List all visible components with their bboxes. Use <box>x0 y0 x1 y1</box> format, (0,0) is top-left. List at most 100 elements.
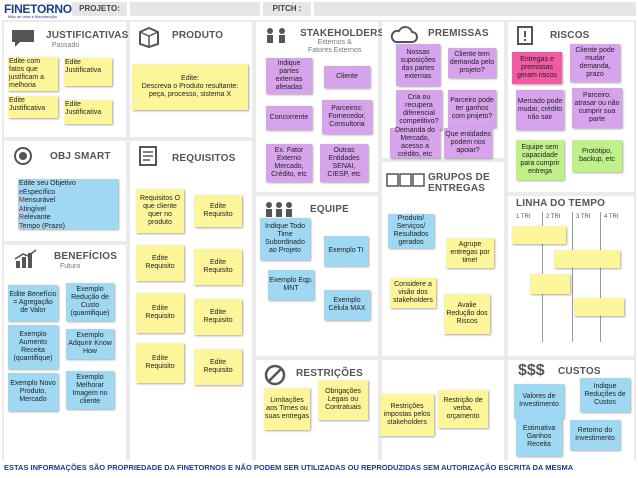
sticky-note[interactable]: Estimativa Ganhos Receita <box>516 418 562 456</box>
sticky-note[interactable]: Produto/ Serviços/ Resultados gerados <box>388 214 434 248</box>
projeto-label: PROJETO: <box>72 2 127 16</box>
sticky-note[interactable]: Cliente pode mudar demanda, prazo <box>570 44 620 82</box>
smart-letter: T <box>19 222 23 230</box>
sticky-note[interactable]: Restrições impostas pelos stakeholders <box>380 394 434 436</box>
timeline-note[interactable] <box>554 250 620 268</box>
sticky-note[interactable]: Concorrente <box>266 106 312 130</box>
sticky-note[interactable]: Parceiro: atrasar ou não cumprir sua par… <box>572 88 622 128</box>
projeto-input[interactable] <box>130 2 260 16</box>
sticky-note[interactable]: Outras Entidades SENAI, CIESP, etc <box>320 144 368 182</box>
sticky-note[interactable]: Edite Requisito <box>194 299 242 335</box>
sticky-note[interactable]: Obrigações Legais ou Contratuais <box>318 380 368 420</box>
beneficios-block: BENEFÍCIOS Futuro Edite Benefício = Agre… <box>4 245 126 460</box>
sticky-note[interactable]: Edite Requisito <box>136 293 184 333</box>
sticky-note[interactable]: Ex. Fator Externo Mercado, Crédito, etc <box>266 144 312 182</box>
sticky-note[interactable]: Exemplo Adquirir Know How <box>66 329 114 359</box>
justificativas-subtitle: Passado <box>52 42 80 49</box>
smart-objective-note[interactable]: Edite seu Objetivo eEspecífico Mensuráve… <box>18 179 118 232</box>
sticky-note[interactable]: Valores de Investimento <box>514 384 564 418</box>
sticky-note[interactable]: Edite Justificativa <box>8 96 58 118</box>
sticky-note[interactable]: Exemplo Novo Produto, Mercado <box>8 373 58 411</box>
beneficios-subtitle: Futuro <box>60 263 81 270</box>
equipe-title: EQUIPE <box>310 204 349 215</box>
sticky-note[interactable]: Limitações aos Times ou suas entregas <box>264 388 310 430</box>
smart-line: Tempo (Prazo) <box>19 223 65 232</box>
timeline-note[interactable] <box>574 298 624 316</box>
smart-objective-text: Edite seu Objetivo <box>19 180 76 187</box>
sticky-note[interactable]: Exemplo Célula MAX <box>324 290 370 320</box>
sticky-note[interactable]: Requisitos O que cliente quer no produto <box>136 189 184 233</box>
timeline-note[interactable] <box>530 274 570 294</box>
sticky-note[interactable]: Entregas e premissas geram riscos <box>512 52 562 84</box>
sticky-note[interactable]: Parceiros: Fornecedor, Consultoria <box>322 100 372 134</box>
premissas-block: PREMISSAS Nossas suposições das partes e… <box>382 22 504 158</box>
pitch-input[interactable] <box>314 2 636 16</box>
cloud-icon <box>390 26 418 43</box>
sticky-note[interactable]: Indique Todo Time Subordinado ao Projeto <box>260 218 310 260</box>
grupos-title: GRUPOS DE ENTREGAS <box>428 172 490 194</box>
linha-title: LINHA DO TEMPO <box>516 198 606 209</box>
team-icon <box>266 202 292 217</box>
sticky-note[interactable]: Retorno do Investimento <box>570 420 620 450</box>
sticky-note[interactable]: Edite Requisito <box>194 349 242 385</box>
sticky-note[interactable]: Edite Justificativa <box>64 58 112 86</box>
sticky-note[interactable]: Edite Requisito <box>136 245 184 281</box>
sticky-note[interactable]: Cliente tem demanda pelo projeto? <box>448 48 496 78</box>
sticky-note[interactable]: Restrição de verba, orçamento <box>438 390 488 428</box>
sticky-note[interactable]: Exemplo Redução de Custo (quantifique) <box>66 283 114 321</box>
sticky-note[interactable]: Edite com fatos que justificam a melhori… <box>8 57 58 91</box>
equipe-block: EQUIPE Indique Todo Time Subordinado ao … <box>256 196 378 356</box>
sticky-note[interactable]: Mercado pode mudar, crédito não sair <box>516 90 564 130</box>
sticky-note[interactable]: Edite Requisito <box>194 195 242 227</box>
timeline-divider <box>572 212 573 342</box>
sticky-note[interactable]: Edite Requisito <box>194 249 242 285</box>
produto-title: PRODUTO <box>172 30 224 41</box>
people-icon <box>267 28 285 43</box>
boxes-icon <box>386 173 425 187</box>
beneficios-title: BENEFÍCIOS <box>54 251 118 262</box>
smart-line: Mensurável <box>19 197 55 206</box>
sticky-note[interactable]: Parceiro pode ter ganhos com projeto? <box>448 90 496 128</box>
sticky-note[interactable]: Edite: Descreva o Produto resultante: pe… <box>132 64 248 110</box>
sticky-note[interactable]: Equipe sem capacidade para cumprir entre… <box>516 140 564 180</box>
premissas-title: PREMISSAS <box>428 28 489 39</box>
sticky-note[interactable]: Indique Reduções de Custos <box>580 378 630 412</box>
smart-word: ensurável <box>24 197 56 204</box>
sticky-note[interactable]: Nossas suposições das partes externas <box>396 44 440 86</box>
sticky-note[interactable]: Indique partes externas afetadas <box>266 58 312 94</box>
sticky-note[interactable]: Agrupe entregas por time! <box>446 238 494 268</box>
smart-word: elevante <box>24 214 51 221</box>
sticky-note[interactable]: Exemplo Aumento Receita (quantifique) <box>8 325 58 369</box>
sticky-note[interactable]: Exemplo Eqp. MNT <box>268 270 314 300</box>
grupos-block: GRUPOS DE ENTREGAS Produto/ Serviços/ Re… <box>382 162 504 356</box>
sticky-note[interactable]: Exemplo TI <box>324 236 368 266</box>
sticky-note[interactable]: Avalie Redução dos Riscos <box>444 294 490 334</box>
smart-letter: e <box>19 188 23 196</box>
requisitos-block: REQUISITOS Requisitos O que cliente quer… <box>130 141 252 460</box>
stakeholders-title: STAKEHOLDERS <box>300 28 385 39</box>
sticky-note[interactable]: Protótipo, backup, etc <box>572 140 622 172</box>
sticky-note[interactable]: Demanda do Mercado, acesso a crédito, et… <box>390 127 440 158</box>
custos-block: $$$ CUSTOS Valores de Investimento Indiq… <box>508 360 634 460</box>
checklist-icon <box>139 146 157 166</box>
stakeholders-subtitle: Externos & Fatores Externos <box>308 39 362 54</box>
smart-letter: M <box>19 197 25 204</box>
requisitos-title: REQUISITOS <box>172 153 236 164</box>
sticky-note[interactable]: Exemplo Melhorar Imagem no cliente <box>66 371 114 409</box>
sticky-note[interactable]: Considere a visão dos stakeholders <box>390 278 436 308</box>
top-bar: FINETORNOS Mão de obra e Manutenção PROJ… <box>0 0 638 19</box>
sticky-note[interactable]: Cria ou recupera diferencial competitivo… <box>396 90 442 130</box>
timeline-note[interactable] <box>512 226 566 244</box>
sticky-note[interactable]: Que entidades podem nos apoiar? <box>444 128 492 158</box>
sticky-note[interactable]: Cliente <box>324 66 370 88</box>
sticky-note[interactable]: Edite Requisito <box>136 343 184 383</box>
logo-subtitle: Mão de obra e Manutenção <box>8 14 57 19</box>
smart-word: empo (Prazo) <box>22 222 65 230</box>
produto-block: PRODUTO Edite: Descreva o Produto result… <box>130 22 252 137</box>
timeline-tick: 2 TRI <box>546 214 561 220</box>
sticky-note[interactable]: Edite Benefício = Agregação de Valor <box>8 285 58 321</box>
canvas-background: JUSTIFICATIVAS Passado Edite com fatos q… <box>2 20 636 460</box>
restricoes-block-right: Restrições impostas pelos stakeholders R… <box>380 360 504 460</box>
sticky-note[interactable]: Edite Justificativa <box>64 100 112 124</box>
